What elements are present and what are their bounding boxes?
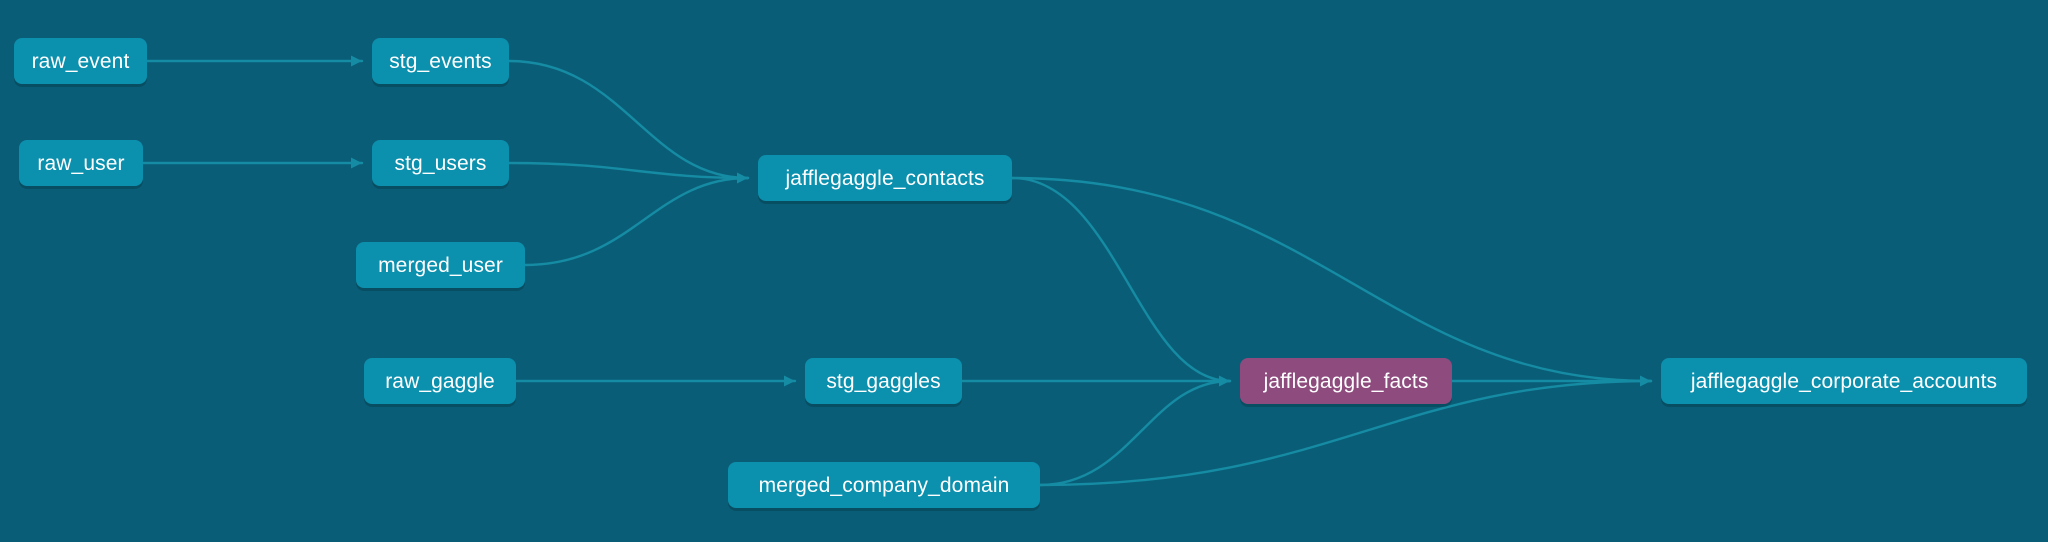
graph-node-label: raw_event: [31, 49, 130, 73]
graph-node-raw_user[interactable]: raw_user: [19, 140, 143, 186]
graph-edge-arrowhead: [351, 55, 362, 67]
graph-node-label: merged_company_domain: [758, 473, 1010, 497]
graph-edge-merged_user-to-jafflegaggle_contacts: [523, 176, 750, 267]
graph-edge-arrowhead: [784, 375, 795, 387]
graph-node-merged_company_domain[interactable]: merged_company_domain: [728, 462, 1040, 508]
graph-node-raw_gaggle[interactable]: raw_gaggle: [364, 358, 516, 404]
graph-node-raw_event[interactable]: raw_event: [14, 38, 147, 84]
graph-node-jafflegaggle_corporate_accounts[interactable]: jafflegaggle_corporate_accounts: [1661, 358, 2027, 404]
graph-node-label: stg_users: [394, 151, 487, 175]
graph-node-label: raw_user: [37, 151, 125, 175]
graph-edge-stg_events-to-jafflegaggle_contacts: [507, 59, 750, 180]
graph-node-label: stg_events: [389, 49, 492, 73]
graph-node-jafflegaggle_facts[interactable]: jafflegaggle_facts: [1240, 358, 1452, 404]
graph-node-stg_users[interactable]: stg_users: [372, 140, 509, 186]
graph-node-label: raw_gaggle: [385, 369, 495, 393]
graph-node-label: jafflegaggle_corporate_accounts: [1690, 369, 1998, 393]
graph-edge-arrowhead: [737, 172, 748, 184]
graph-edge-arrowhead: [351, 157, 362, 169]
graph-node-stg_gaggles[interactable]: stg_gaggles: [805, 358, 962, 404]
graph-node-label: merged_user: [378, 253, 503, 277]
graph-node-label: stg_gaggles: [826, 369, 941, 393]
graph-edge-jafflegaggle_contacts-to-jafflegaggle_facts: [1010, 176, 1232, 383]
graph-node-merged_user[interactable]: merged_user: [356, 242, 525, 288]
graph-node-stg_events[interactable]: stg_events: [372, 38, 509, 84]
graph-edge-arrowhead: [1640, 375, 1651, 387]
graph-edge-jafflegaggle_contacts-to-jafflegaggle_corporate_accounts: [1010, 176, 1653, 383]
graph-edge-arrowhead: [1219, 375, 1230, 387]
graph-node-label: jafflegaggle_facts: [1263, 369, 1429, 393]
graph-node-label: jafflegaggle_contacts: [785, 166, 985, 190]
graph-node-jafflegaggle_contacts[interactable]: jafflegaggle_contacts: [758, 155, 1012, 201]
graph-edge-merged_company_domain-to-jafflegaggle_facts: [1038, 379, 1232, 487]
graph-edge-stg_users-to-jafflegaggle_contacts: [507, 161, 750, 180]
